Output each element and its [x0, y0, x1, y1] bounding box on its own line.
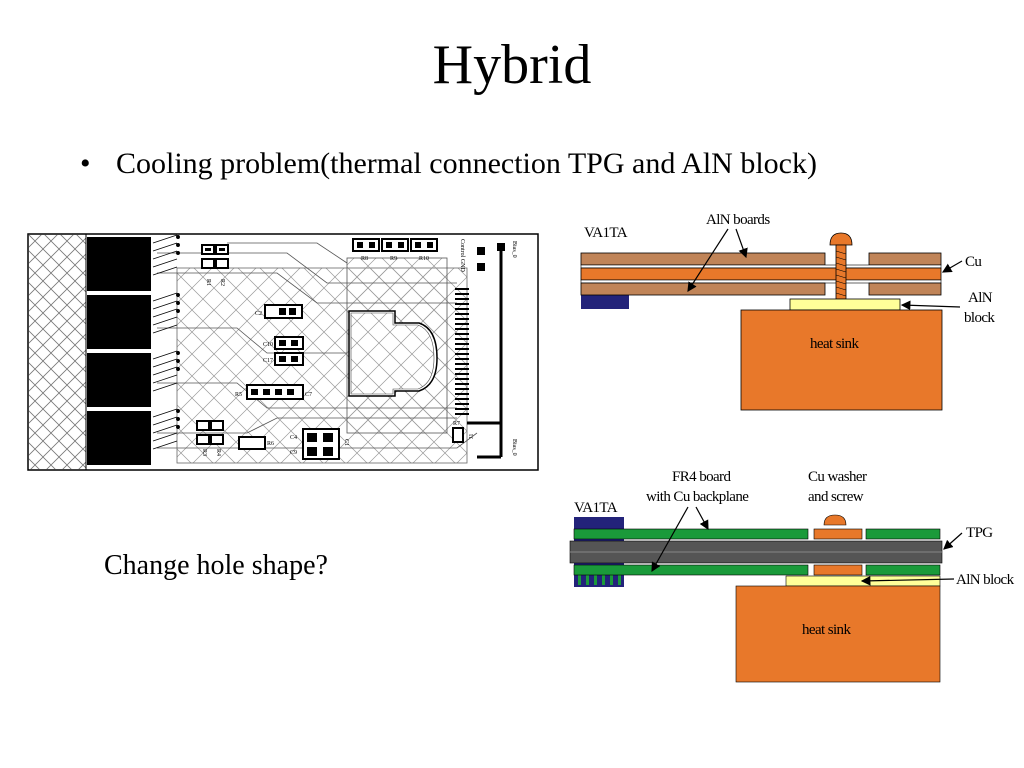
fr4-board — [865, 528, 941, 540]
heat-sink — [740, 309, 943, 411]
chip-pad — [87, 411, 151, 465]
heat-sink — [735, 585, 941, 683]
pcb-label: C17 — [263, 358, 273, 364]
label-chip: VA1TA — [584, 225, 628, 241]
note-text: Change hole shape? — [104, 550, 328, 581]
hatched-edge — [27, 233, 87, 471]
pcb-label: R5 — [235, 392, 242, 398]
pcb-label: C7 — [305, 392, 312, 398]
chip-pad — [87, 237, 151, 291]
label-tpg: TPG — [966, 525, 993, 541]
bias-bus — [467, 247, 503, 459]
label-cu: Cu — [965, 254, 982, 270]
cu-washer — [813, 564, 863, 576]
label-fr4: FR4 board — [672, 469, 731, 485]
aln-board — [580, 252, 826, 266]
pcb-label: C4 — [290, 435, 297, 441]
label-washer-2: and screw — [808, 489, 864, 505]
label-washer: Cu washer — [808, 469, 867, 485]
cu-washer — [813, 528, 863, 540]
aln-block — [789, 298, 901, 311]
pcb-label: R1 — [205, 279, 211, 286]
cu-layer — [580, 267, 942, 281]
pcb-label: Bias_0 — [511, 241, 517, 258]
label-chip: VA1TA — [574, 500, 618, 516]
label-aln-block: AlN block — [956, 572, 1015, 588]
pcb-label: R9 — [390, 256, 397, 262]
chip-pad — [87, 353, 151, 407]
label-heat-sink: heat sink — [810, 336, 859, 352]
cross-section-aln: VA1TA AlN boards Cu AlN block heat sink — [580, 212, 996, 411]
fr4-board — [573, 528, 809, 540]
pcb-label: R6 — [267, 441, 274, 447]
label-fr4-2: with Cu backplane — [646, 489, 749, 505]
pcb-layout-drawing: R1 R2 R8 R9 R10 C2 C10 C17 R5 C7 R3 R4 R… — [27, 233, 539, 471]
label-aln-boards: AlN boards — [706, 212, 770, 228]
bullet-dot-icon: • — [80, 147, 91, 180]
label-heat-sink: heat sink — [802, 622, 851, 638]
pcb-label: R4 — [215, 449, 221, 456]
pcb-label: C9 — [290, 450, 297, 456]
aln-board — [580, 282, 826, 296]
bullet-text: Cooling problem(thermal connection TPG a… — [116, 147, 817, 180]
aln-board — [868, 282, 942, 296]
bullet-item: • Cooling problem(thermal connection TPG … — [80, 144, 817, 184]
pcb-label: C2 — [255, 311, 262, 317]
pcb-label: R2 — [219, 279, 225, 286]
screw — [829, 232, 853, 246]
pcb-label: J1 — [469, 434, 475, 439]
pcb-label: R7 — [453, 421, 460, 427]
fr4-board — [865, 564, 941, 576]
pcb-label: Control GND — [459, 239, 465, 273]
label-aln-block: AlN — [968, 290, 993, 306]
chip-pad — [87, 295, 151, 349]
pcb-label: Bias_0 — [511, 439, 517, 456]
fr4-board — [573, 564, 809, 576]
pcb-label: C1 — [343, 439, 349, 446]
cross-section-fr4: VA1TA FR4 board with Cu backplane Cu was… — [569, 469, 1015, 683]
screw-head — [823, 514, 847, 526]
aln-board — [868, 252, 942, 266]
pcb-label: R10 — [419, 256, 429, 262]
pcb-label: R8 — [361, 256, 368, 262]
chip-va1ta — [581, 295, 629, 309]
pcb-label: R3 — [201, 449, 207, 456]
pcb-label: C10 — [263, 342, 273, 348]
slide-title: Hybrid — [432, 34, 592, 96]
label-aln-block-2: block — [964, 310, 995, 326]
